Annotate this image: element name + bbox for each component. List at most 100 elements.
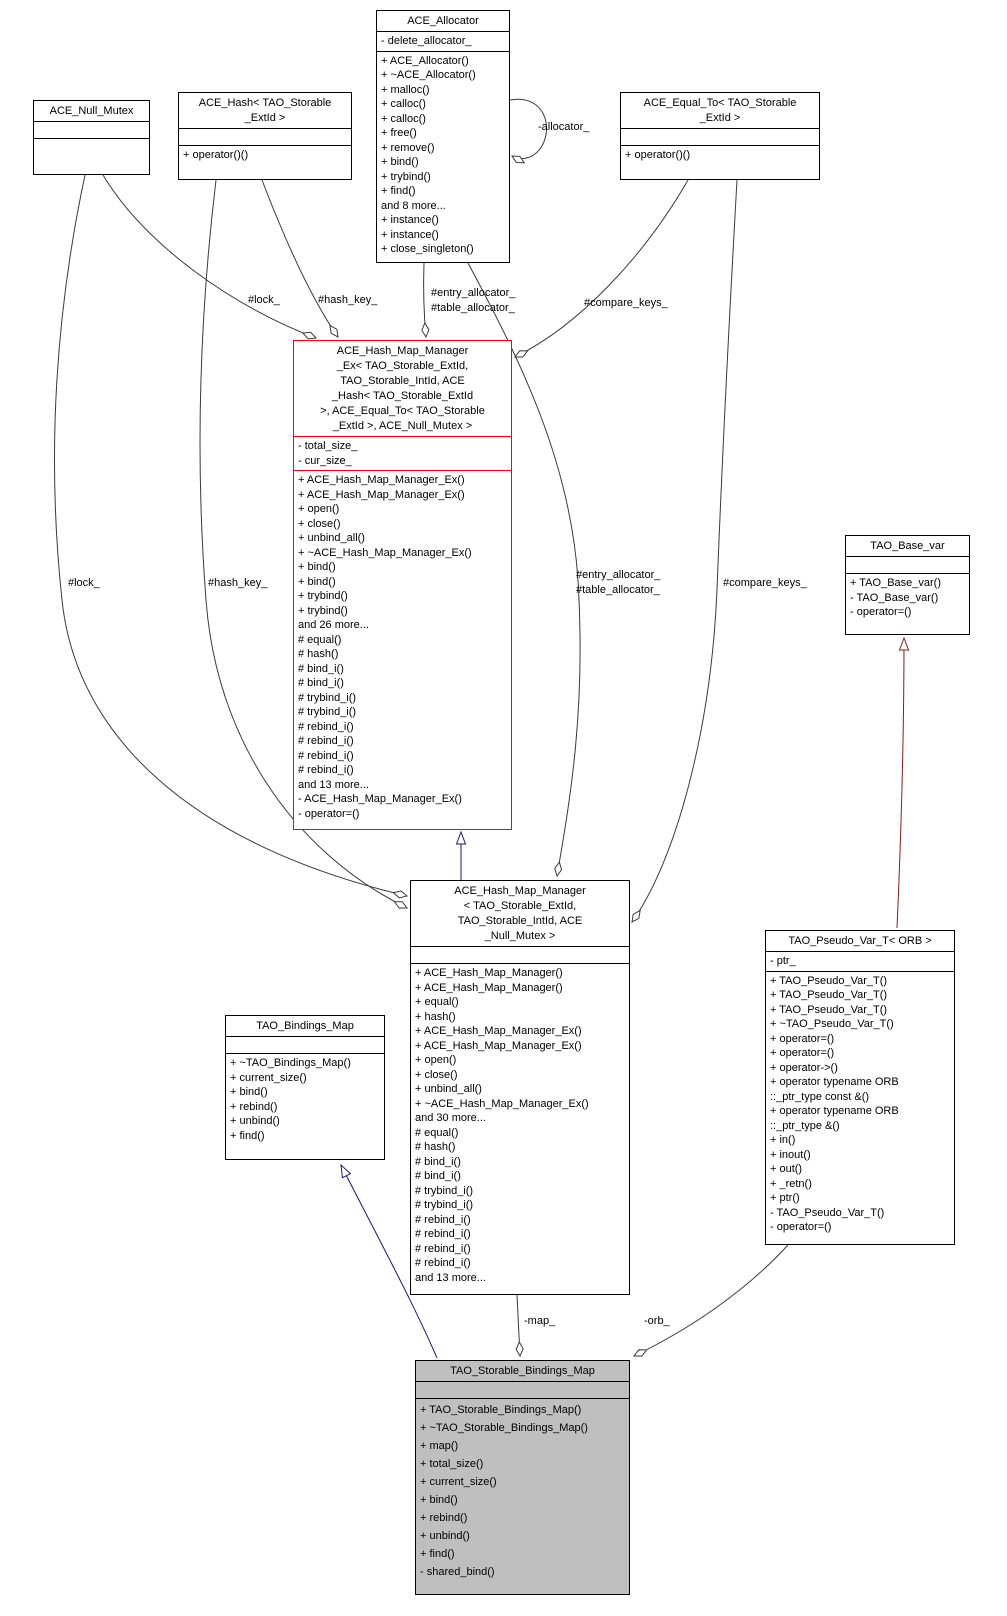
class-title: TAO_Bindings_Map [226, 1016, 384, 1037]
edge-label-hash-key-mgr: #hash_key_ [208, 577, 268, 589]
edge-label-compare-keys-mgr: #compare_keys_ [723, 577, 807, 589]
edge-inheritance-pseudo-var-to-base-var [896, 636, 910, 929]
member-line: + trybind() [298, 590, 348, 602]
edge-label-compare-keys-ex: #compare_keys_ [584, 297, 668, 309]
member-line: - operator=() [850, 606, 912, 618]
member-line: ::_ptr_type const &() [770, 1090, 870, 1103]
member-line: and 8 more... [381, 199, 446, 212]
member-line: - ACE_Hash_Map_Manager_Ex() [298, 793, 462, 805]
member-line: + ACE_Allocator() [381, 54, 469, 67]
member-line: # rebind_i() [415, 1242, 471, 1255]
member-line: + total_size() [420, 1458, 484, 1470]
member-line: ::_ptr_type &() [770, 1119, 840, 1132]
member-line: + malloc() [381, 83, 430, 96]
member-line: # rebind_i() [298, 735, 354, 747]
member-line: and 26 more... [298, 619, 369, 631]
member-line: - shared_bind() [420, 1566, 495, 1578]
class-methods: + ACE_Hash_Map_Manager() + ACE_Hash_Map_M… [411, 964, 629, 1294]
edge-allocator-self-loop [509, 98, 547, 164]
class-ace-equal-to-tao-storable-extid[interactable]: ACE_Equal_To< TAO_Storable _ExtId > + op… [620, 92, 820, 180]
member-line: + rebind() [420, 1512, 468, 1524]
member-line: + current_size() [230, 1071, 307, 1084]
class-ace-hash-map-manager-ex[interactable]: ACE_Hash_Map_Manager _Ex< TAO_Storable_E… [293, 340, 512, 830]
member-line: + ~TAO_Pseudo_Var_T() [770, 1018, 894, 1030]
member-line: # bind_i() [415, 1155, 461, 1168]
edge-allocator-to-manager [467, 262, 581, 878]
edge-compare-keys-to-manager [631, 179, 738, 923]
member-line: + unbind() [230, 1115, 280, 1127]
class-title: TAO_Base_var [846, 536, 969, 557]
member-line: + trybind() [298, 604, 348, 617]
member-line: + ~TAO_Storable_Bindings_Map() [420, 1422, 588, 1434]
member-line: + bind() [381, 156, 419, 168]
edge-orb-to-storable-bindings-map [632, 1244, 789, 1357]
member-line: + operator=() [770, 1032, 835, 1045]
member-line: + ~ACE_Hash_Map_Manager_Ex() [415, 1097, 589, 1110]
member-line: - operator=() [770, 1221, 832, 1233]
member-line: # trybind_i() [298, 691, 357, 704]
member-line: - TAO_Base_var() [850, 591, 939, 604]
edge-compare-keys-to-manager-ex [513, 179, 689, 358]
member-line: + ACE_Hash_Map_Manager_Ex() [415, 1025, 582, 1037]
class-methods: + operator()() [179, 146, 351, 179]
class-ace-null-mutex[interactable]: ACE_Null_Mutex [33, 100, 150, 175]
member-line: + unbind_all() [415, 1083, 482, 1095]
member-line: # bind_i() [298, 677, 344, 689]
class-attributes [621, 129, 819, 146]
member-line: + unbind_all() [298, 532, 365, 544]
member-line: # rebind_i() [415, 1257, 471, 1269]
class-methods: + TAO_Storable_Bindings_Map() + ~TAO_Stor… [416, 1399, 629, 1594]
member-line: + _retn() [770, 1177, 812, 1190]
member-line: + operator=() [770, 1047, 835, 1059]
member-line: # hash() [298, 648, 339, 660]
edge-label-orb: -orb_ [644, 1315, 670, 1327]
class-attributes [846, 557, 969, 574]
member-line: + bind() [420, 1494, 458, 1506]
class-title: ACE_Hash< TAO_Storable _ExtId > [179, 93, 351, 129]
class-tao-bindings-map[interactable]: TAO_Bindings_Map + ~TAO_Bindings_Map()+ … [225, 1015, 385, 1160]
member-line: + TAO_Storable_Bindings_Map() [420, 1404, 582, 1416]
class-title: TAO_Pseudo_Var_T< ORB > [766, 931, 954, 952]
class-title: ACE_Null_Mutex [34, 101, 149, 122]
edge-lock-to-manager [53, 174, 409, 899]
member-line: + remove() [381, 141, 435, 154]
member-line: + out() [770, 1163, 803, 1175]
class-ace-hash-tao-storable-extid[interactable]: ACE_Hash< TAO_Storable _ExtId > + operat… [178, 92, 352, 180]
class-attributes [411, 947, 629, 964]
class-methods [34, 139, 149, 174]
member-line: # rebind_i() [298, 764, 354, 776]
member-line: + bind() [298, 561, 336, 573]
member-line: # trybind_i() [415, 1199, 474, 1211]
class-title: ACE_Hash_Map_Manager _Ex< TAO_Storable_E… [294, 341, 511, 437]
member-line: - total_size_ [298, 440, 358, 452]
member-line: # bind_i() [298, 662, 344, 675]
edge-allocator-to-manager-ex [421, 262, 430, 339]
class-tao-pseudo-var-t-orb[interactable]: TAO_Pseudo_Var_T< ORB > - ptr_ + TAO_Pse… [765, 930, 955, 1245]
member-line: + free() [381, 127, 417, 139]
member-line: + in() [770, 1134, 796, 1146]
edge-label-map: -map_ [524, 1315, 556, 1327]
class-ace-allocator[interactable]: ACE_Allocator - delete_allocator_ + ACE_… [376, 10, 510, 263]
member-line: + instance() [381, 214, 439, 226]
member-line: and 13 more... [415, 1271, 486, 1284]
member-line: + map() [420, 1440, 459, 1452]
member-line: + open() [298, 503, 340, 515]
member-line: + ACE_Hash_Map_Manager() [415, 981, 563, 994]
member-line: # bind_i() [415, 1170, 461, 1182]
edge-label-entry-table-mgr: #entry_allocator_ #table_allocator_ [576, 569, 661, 596]
member-line: # trybind_i() [298, 706, 357, 718]
member-line: + unbind() [420, 1530, 470, 1542]
member-line: + equal() [415, 996, 459, 1008]
member-line: + operator()() [183, 149, 249, 161]
class-tao-base-var[interactable]: TAO_Base_var + TAO_Base_var()- TAO_Base_… [845, 535, 970, 635]
member-line: + close() [298, 517, 341, 530]
member-line: + find() [381, 185, 416, 197]
class-methods: + ACE_Allocator()+ ~ACE_Allocator()+ mal… [377, 52, 509, 263]
edge-hash-key-to-manager [199, 179, 409, 909]
class-tao-storable-bindings-map: TAO_Storable_Bindings_Map + TAO_Storable… [415, 1360, 630, 1595]
class-ace-hash-map-manager[interactable]: ACE_Hash_Map_Manager < TAO_Storable_ExtI… [410, 880, 630, 1295]
member-line: + TAO_Pseudo_Var_T() [770, 1003, 888, 1016]
member-line: + bind() [230, 1086, 268, 1098]
